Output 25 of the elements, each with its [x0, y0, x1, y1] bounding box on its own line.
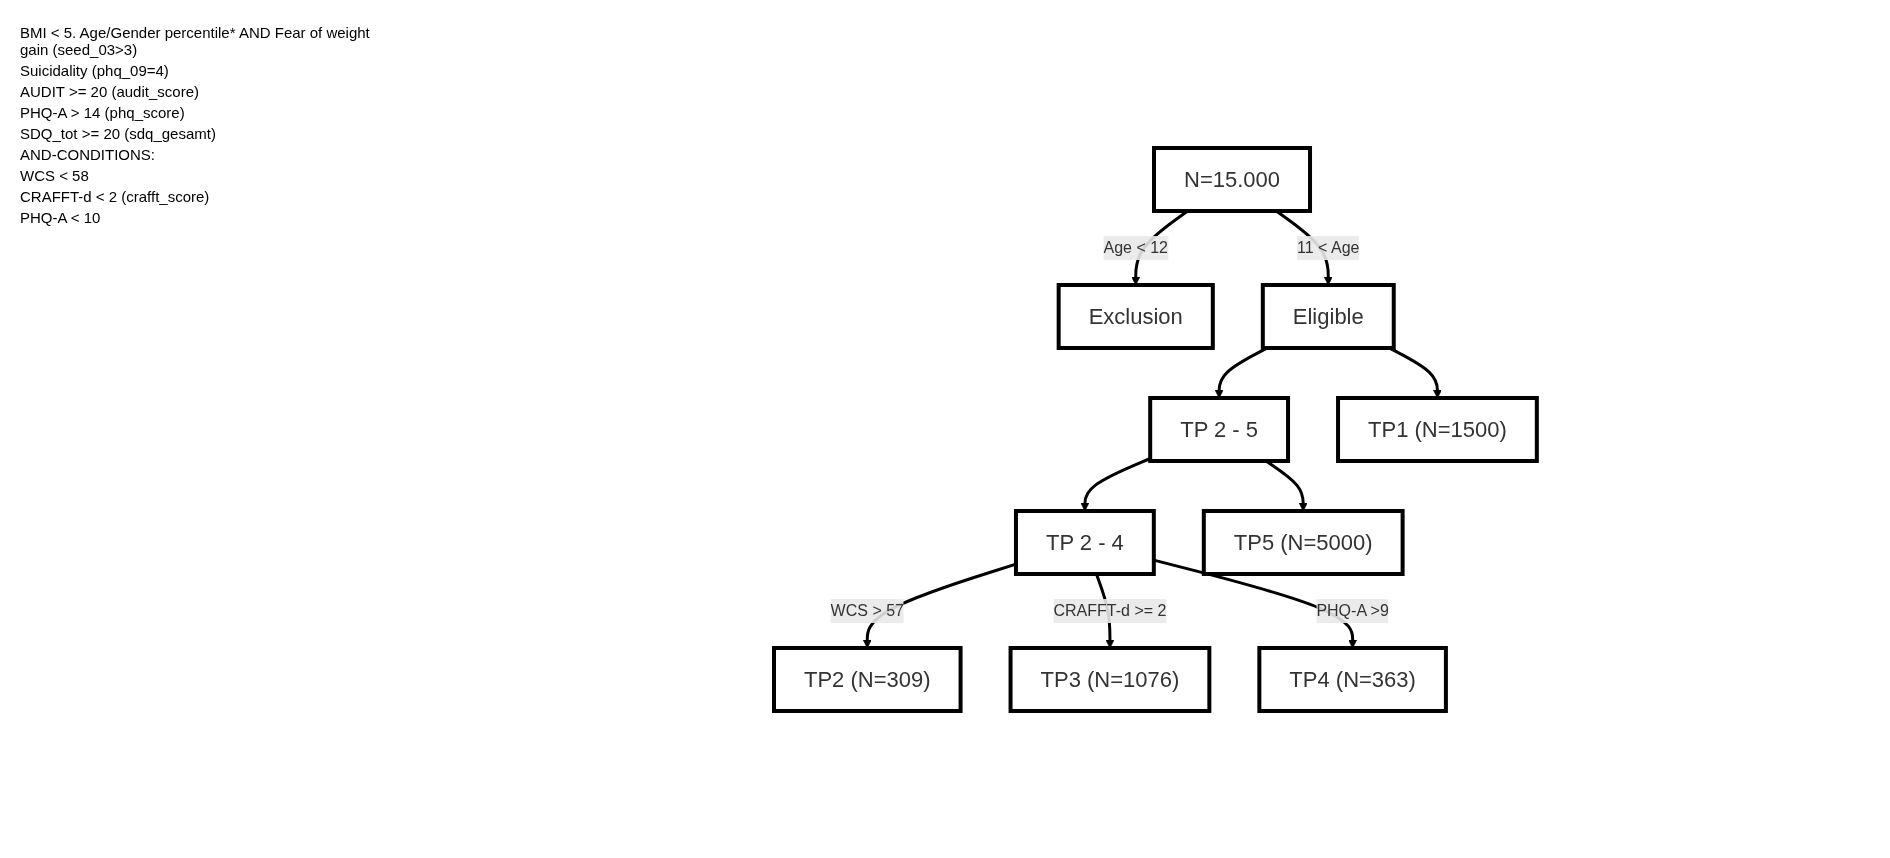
node-box: N=15.000	[1151, 145, 1312, 213]
edge-label: WCS > 57	[830, 601, 904, 619]
arrow	[1080, 456, 1151, 511]
edge-label: PHQ-A >9	[1315, 601, 1389, 619]
edge-label: 11 < Age	[1296, 238, 1360, 256]
node-box: TP4 (N=363)	[1256, 645, 1448, 713]
condition-note: CRAFFT-d < 2 (crafft_score)	[20, 188, 211, 205]
condition-note: AUDIT >= 20 (audit_score)	[20, 83, 200, 100]
condition-note: Suicidality (phq_09=4)	[20, 62, 170, 79]
condition-note: BMI < 5. Age/Gender percentile* AND Fear of weight gain (seed_03>3)	[20, 24, 371, 58]
node-box: TP3 (N=1076)	[1008, 645, 1211, 713]
edge-label: Age < 12	[1103, 238, 1168, 256]
node-box: TP2 (N=309)	[771, 645, 963, 713]
node-box: TP 2 - 5	[1147, 395, 1290, 463]
condition-note: SDQ_tot >= 20 (sdq_gesamt)	[20, 125, 217, 142]
node-box: TP 2 - 4	[1013, 508, 1156, 576]
node-box: Exclusion	[1056, 282, 1215, 350]
condition-note: PHQ-A < 10	[20, 209, 102, 226]
edge-label: CRAFFT-d >= 2	[1053, 601, 1166, 619]
condition-note: PHQ-A > 14 (phq_score)	[20, 104, 186, 121]
condition-note: WCS < 58	[20, 167, 90, 184]
node-box: TP5 (N=5000)	[1201, 508, 1405, 576]
condition-note: AND-CONDITIONS:	[20, 146, 156, 163]
node-box: Eligible	[1260, 282, 1396, 350]
node-box: TP1 (N=1500)	[1335, 395, 1539, 463]
